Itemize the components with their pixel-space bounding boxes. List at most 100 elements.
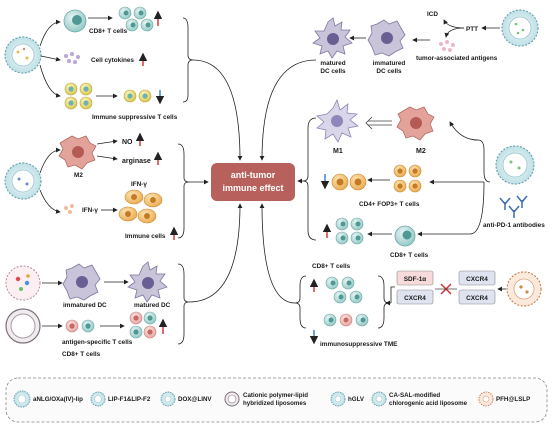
treg-label: CD4+ FOP3+ T cells	[359, 201, 420, 208]
ifn-dots-icon	[64, 204, 74, 214]
matured-dc-label: matured DC	[134, 302, 171, 309]
legend-item-2: LIP-F1&LIP-F2	[90, 391, 151, 407]
cytokine-dots-icon	[64, 52, 80, 64]
tme-cell-cluster-icon	[323, 313, 369, 327]
cytokines-label: Cell cytokines	[91, 57, 134, 64]
immune-cells-cluster-icon	[118, 189, 163, 224]
cd8-tcell-cluster-right-icon	[335, 217, 364, 245]
legend-label-2: LIP-F1&LIP-F2	[108, 396, 151, 403]
matured-dc-right-icon	[312, 17, 353, 59]
cd8-tcell-icon	[63, 9, 87, 33]
antigen-tcell-icon	[65, 319, 95, 333]
immune-cells-label: Immune cells	[125, 233, 166, 240]
legend-item-7: PFH@LSLP	[478, 391, 530, 407]
cationic-liposome-icon	[224, 391, 240, 407]
m1-label: M1	[333, 148, 343, 155]
m2-macrophage-right-icon	[396, 106, 435, 141]
treg-cluster-icon	[393, 164, 422, 193]
tumor-antigens-label: tumor-associated antigens	[416, 55, 498, 62]
legend-item-5: hGLV	[330, 391, 365, 407]
immatured-dc-label: immatured DC	[63, 302, 107, 309]
matured-dc-right-line1: matured	[320, 60, 345, 67]
center-effect-box: anti-tumor immune effect	[211, 163, 295, 201]
cd8-label-top: CD8+ T cells	[89, 28, 128, 35]
suppressive-tcell-pair-icon	[123, 89, 152, 103]
tcell-cluster-icon	[118, 6, 154, 32]
bracket	[182, 17, 194, 103]
bracket	[377, 275, 390, 329]
legend-label-3: DOX@LINV	[178, 396, 212, 403]
dox-linv-icon	[160, 391, 176, 407]
cd8-label-bottom-right: CD8+ T cells	[312, 263, 351, 270]
anlg-liposome-icon	[13, 390, 31, 408]
legend-item-1: aNLG/OXa(IV)-lip	[13, 390, 83, 408]
bracket	[177, 143, 190, 239]
matured-dc-icon	[127, 261, 168, 303]
legend-label-4a: Cationic polymer-lipid	[243, 392, 308, 399]
legend-item-6: CA-SAL-modified chlorogenic acid liposom…	[371, 391, 468, 407]
pfh-lslp-icon	[478, 391, 494, 407]
ptt-label: PTT	[466, 26, 478, 33]
immatured-dc-icon	[62, 263, 101, 301]
immatured-dc-right-line2: DC cells	[376, 68, 402, 75]
liposome-mid-left	[4, 162, 42, 200]
legend-label-7: PFH@LSLP	[496, 396, 530, 403]
antigen-tcell-cluster-icon	[129, 311, 157, 339]
immatured-dc-right-icon	[367, 19, 406, 57]
cd8-tcell-right-icon	[394, 225, 416, 247]
block-x-icon	[435, 283, 457, 295]
m2-label-left: M2	[74, 172, 83, 179]
bracket	[294, 275, 307, 329]
liposome-top-right	[501, 9, 539, 47]
hglv-icon	[330, 391, 346, 407]
liposome-bottom-left-2	[5, 308, 41, 344]
legend-label-5: hGLV	[348, 396, 365, 403]
bracket	[474, 139, 491, 183]
anti-pd1-label: anti-PD-1 antibodies	[483, 222, 545, 229]
legend-label-1: aNLG/OXa(IV)-lip	[33, 396, 83, 403]
legend-label-4b: hybridized liposomes	[243, 400, 307, 407]
ifn-label-left: IFN-γ	[82, 207, 98, 214]
bracket	[302, 117, 317, 241]
tumor-antigen-dots-icon	[439, 40, 455, 52]
antigen-specific-label: antigen-specific T cells	[62, 339, 133, 346]
icd-label: ICD	[427, 11, 438, 18]
cd8-label-bottom-left: CD8+ T cells	[62, 351, 101, 358]
sdf-box: SDF-1α	[396, 270, 434, 286]
ca-sal-liposome-icon	[371, 391, 387, 407]
center-line2: immune effect	[222, 183, 283, 193]
cxcr4-label-right-bottom: CXCR4	[466, 295, 488, 302]
center-line1: anti-tumor	[231, 170, 276, 180]
m2-label-right: M2	[416, 148, 426, 155]
cd8-label-mid-right: CD8+ T cells	[390, 252, 429, 259]
immatured-dc-right-line1: immatured	[373, 60, 406, 67]
sdf-label: SDF-1α	[404, 276, 426, 283]
cxcr4-box-left: CXCR4	[396, 289, 434, 305]
no-label: NO	[122, 139, 133, 146]
legend-label-6a: CA-SAL-modified	[389, 392, 440, 399]
cxcr4-box-right-bottom: CXCR4	[458, 289, 496, 305]
liposome-bottom-right	[506, 271, 542, 307]
bracket	[177, 263, 190, 345]
suppressive-label: Immune suppressive T cells	[92, 114, 178, 121]
cd8-tcell-cluster-bottom-right-icon	[325, 276, 363, 304]
liposome-bottom-left-1	[5, 265, 41, 301]
liposome-top-left	[4, 36, 42, 74]
arginase-label: arginase	[122, 158, 151, 165]
tme-label: immunosuppressive TME	[320, 341, 398, 348]
legend-item-4: Cationic polymer-lipid hybridized liposo…	[224, 391, 308, 407]
legend-item-3: DOX@LINV	[160, 391, 212, 407]
cxcr4-label-left: CXCR4	[404, 295, 426, 302]
m1-macrophage-icon	[316, 98, 359, 143]
m2-macrophage-icon	[58, 135, 97, 170]
suppressive-tcell-cluster-icon	[64, 82, 93, 110]
cxcr4-box-right-top: CXCR4	[458, 270, 496, 286]
double-arrow-icon	[368, 120, 392, 126]
matured-dc-right-line2: DC cells	[320, 68, 346, 75]
cxcr4-label-right-top: CXCR4	[466, 276, 488, 283]
ifn-label-top: IFN-γ	[131, 181, 147, 188]
treg-pair-icon	[331, 173, 367, 191]
legend-box	[5, 377, 548, 423]
